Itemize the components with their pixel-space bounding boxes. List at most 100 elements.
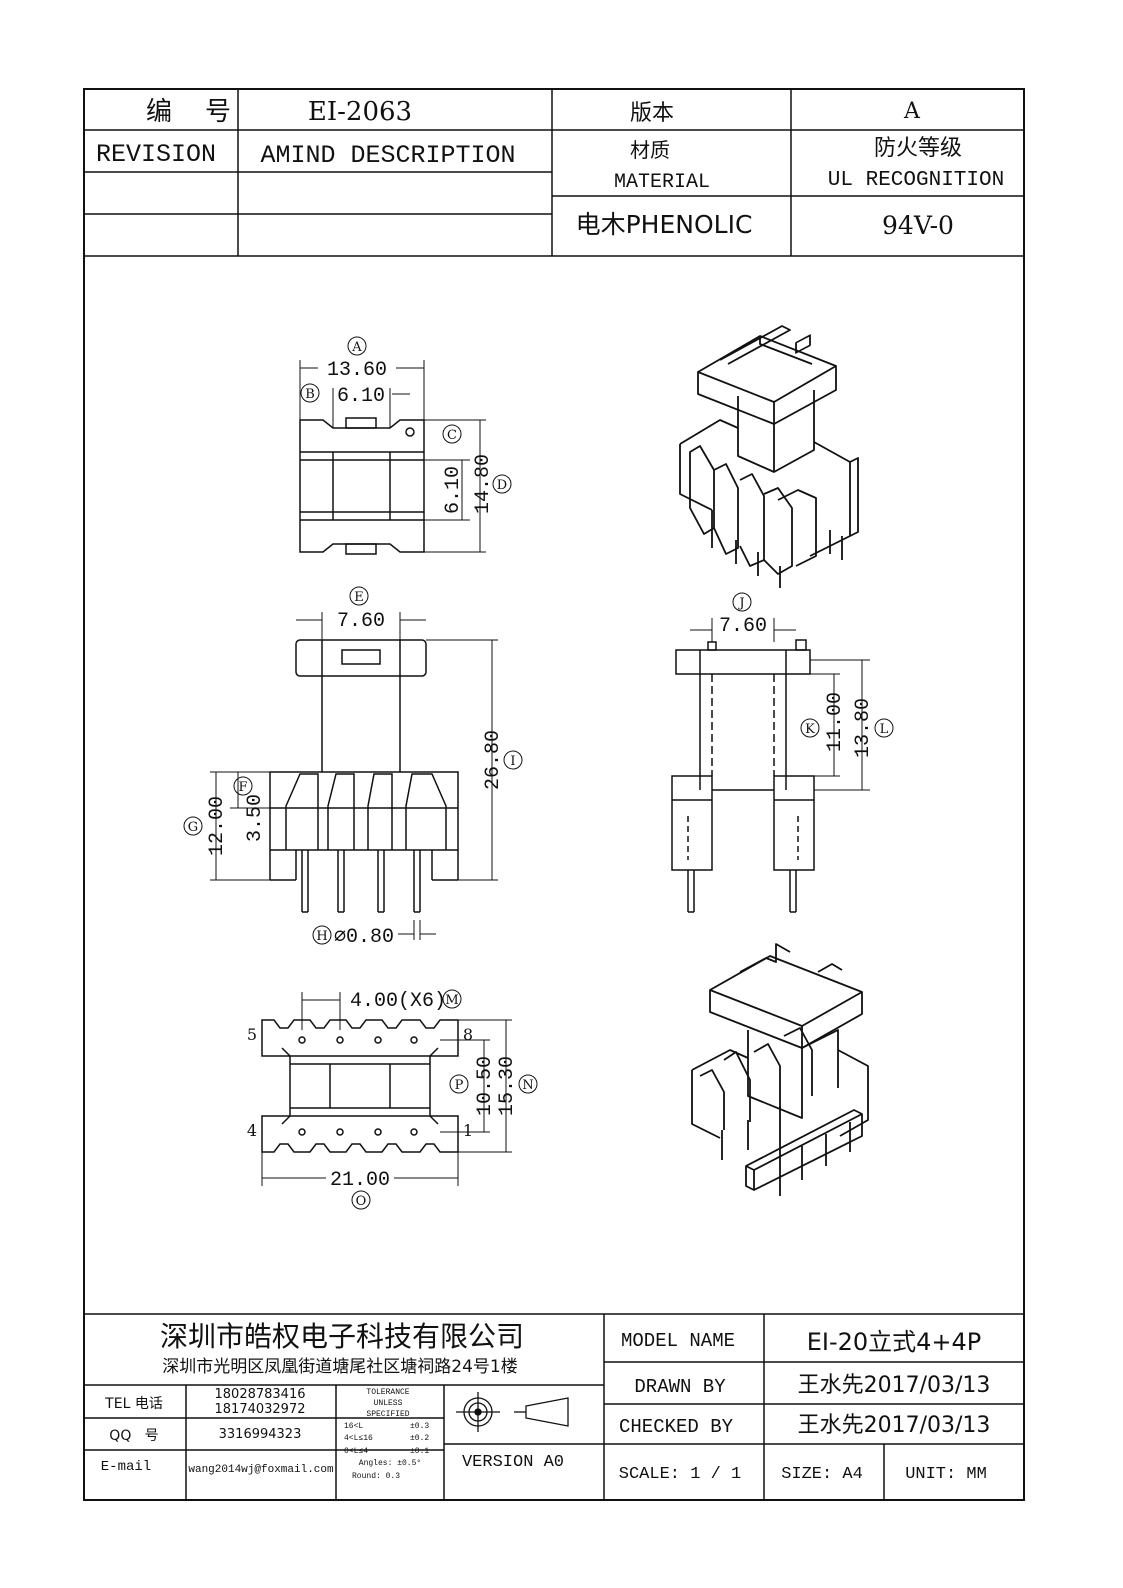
dim-H: H ⌀0.80 <box>312 925 394 949</box>
ul-label-en: UL RECOGNITION <box>828 169 1004 192</box>
outer-frame <box>83 88 1025 1501</box>
dim-J-value: 7.60 <box>719 615 767 638</box>
material-label-cn: 材质 <box>630 138 670 162</box>
dim-F: F 3.50 <box>233 776 267 842</box>
dim-I-value: 26.80 <box>482 730 505 790</box>
serial-value: EI-2063 <box>308 97 412 127</box>
material-label-en: MATERIAL <box>614 171 710 194</box>
dim-E-value: 7.60 <box>337 610 385 633</box>
projection-symbol-icon <box>456 1392 569 1432</box>
dim-N-letter: N <box>522 1078 533 1093</box>
checked-label: CHECKED BY <box>619 1416 734 1438</box>
dim-G: G 12.00 <box>183 796 229 856</box>
dim-J-letter: J <box>737 596 744 611</box>
tol-r1-range: 16<L <box>344 1422 363 1431</box>
dim-I: 26.80 I <box>482 730 523 790</box>
dim-F-value: 3.50 <box>244 794 267 842</box>
bottom-view-dims <box>261 992 512 1186</box>
tol-round: Round: 0.3 <box>352 1472 400 1481</box>
dim-N-value: 15.30 <box>496 1056 519 1116</box>
header-table-text: 编 号 EI-2063 版本 A REVISION AMIND DESCRIPT… <box>96 97 1004 240</box>
dim-A-letter: A <box>351 340 362 355</box>
tol-r2-range: 4<L≤16 <box>344 1434 373 1443</box>
header-table-lines <box>84 89 1024 257</box>
serial-label: 编 号 <box>146 97 231 127</box>
dim-K: K 11.00 <box>800 692 847 752</box>
footer-table-text: 深圳市皓权电子科技有限公司 深圳市光明区凤凰街道塘尾社区塘祠路24号1楼 TEL… <box>101 1320 991 1484</box>
dim-B: B 6.10 <box>300 383 385 408</box>
dim-G-value: 12.00 <box>206 796 229 856</box>
scale-label: SCALE: 1 / 1 <box>619 1465 741 1484</box>
dim-M-letter: M <box>445 993 458 1008</box>
isometric-view-top <box>679 325 859 588</box>
dim-O-value: 21.00 <box>330 1169 390 1192</box>
dim-P: P 10.50 <box>449 1056 497 1116</box>
tol-r1-tol: ±0.3 <box>410 1422 429 1431</box>
dim-K-letter: K <box>805 722 815 737</box>
tel-label: TEL 电话 <box>104 1396 163 1412</box>
dim-H-value: ⌀0.80 <box>334 926 394 949</box>
dim-D-value: 14.80 <box>472 454 495 514</box>
top-view-dims <box>299 360 486 553</box>
dim-H-letter: H <box>316 929 327 944</box>
dim-L-letter: L <box>880 722 889 737</box>
tol-heading-3: SPECIFIED <box>366 1410 409 1419</box>
dim-E-letter: E <box>354 590 364 605</box>
pin-numbers: 5 8 4 1 <box>247 1025 473 1140</box>
tol-r3-range: 0<L≤4 <box>344 1447 368 1456</box>
top-view <box>299 417 425 555</box>
tol-heading-1: TOLERANCE <box>366 1388 409 1397</box>
dim-C-letter: C <box>447 428 457 443</box>
version-value: A <box>903 99 921 124</box>
version-label: 版本 <box>630 101 674 126</box>
dim-O-letter: O <box>356 1194 367 1209</box>
dim-M-value: 4.00(X6) <box>350 990 446 1013</box>
dim-E: E 7.60 <box>337 586 385 633</box>
dim-P-letter: P <box>455 1078 464 1093</box>
size-label: SIZE: A4 <box>781 1465 863 1484</box>
dim-M: 4.00(X6) M <box>350 989 462 1013</box>
drawn-label: DRAWN BY <box>634 1376 726 1398</box>
footer-table-lines <box>84 1313 1024 1500</box>
dim-O: 21.00 O <box>330 1169 390 1210</box>
front-view <box>269 639 459 913</box>
tol-heading-2: UNLESS <box>374 1399 403 1408</box>
unit-label: UNIT: MM <box>905 1465 987 1484</box>
dim-A-value: 13.60 <box>327 359 387 382</box>
pin-1: 1 <box>463 1121 473 1140</box>
dim-D: 14.80 D <box>472 454 512 514</box>
dim-P-value: 10.50 <box>474 1056 497 1116</box>
tol-r3-tol: ±0.1 <box>410 1447 429 1456</box>
side-view-dims <box>690 618 870 791</box>
company-address: 深圳市光明区凤凰街道塘尾社区塘祠路24号1楼 <box>162 1357 517 1377</box>
dim-C-value: 6.10 <box>442 466 465 514</box>
bottom-view <box>261 1019 459 1153</box>
pin-8: 8 <box>463 1025 473 1044</box>
drawn-value: 王水先2017/03/13 <box>798 1373 991 1398</box>
dim-B-letter: B <box>305 387 315 402</box>
isometric-view-bottom <box>691 943 869 1196</box>
qq-label: QQ 号 <box>109 1428 158 1444</box>
dim-I-letter: I <box>510 754 515 769</box>
dim-L-value: 13.80 <box>852 698 875 758</box>
checked-value: 王水先2017/03/13 <box>798 1413 991 1438</box>
tel-1: 18028783416 <box>215 1387 306 1402</box>
dim-G-letter: G <box>188 820 198 835</box>
company-name: 深圳市皓权电子科技有限公司 <box>160 1320 524 1353</box>
front-view-dims <box>210 612 498 940</box>
dim-K-value: 11.00 <box>824 692 847 752</box>
ul-value: 94V-0 <box>882 211 954 240</box>
dim-L: 13.80 L <box>852 698 894 758</box>
revision-label: REVISION <box>96 140 216 169</box>
material-value: 电木PHENOLIC <box>576 210 753 239</box>
email-value: wang2014wj@foxmail.com <box>188 1464 334 1476</box>
tel-2: 18174032972 <box>215 1402 306 1417</box>
dim-D-letter: D <box>497 478 507 493</box>
amend-label: AMIND DESCRIPTION <box>260 141 515 170</box>
model-value: EI-20立式4+4P <box>807 1328 982 1356</box>
model-label: MODEL NAME <box>621 1330 735 1352</box>
pin-4: 4 <box>247 1121 257 1140</box>
pin-5: 5 <box>247 1025 257 1044</box>
dim-B-value: 6.10 <box>337 385 385 408</box>
